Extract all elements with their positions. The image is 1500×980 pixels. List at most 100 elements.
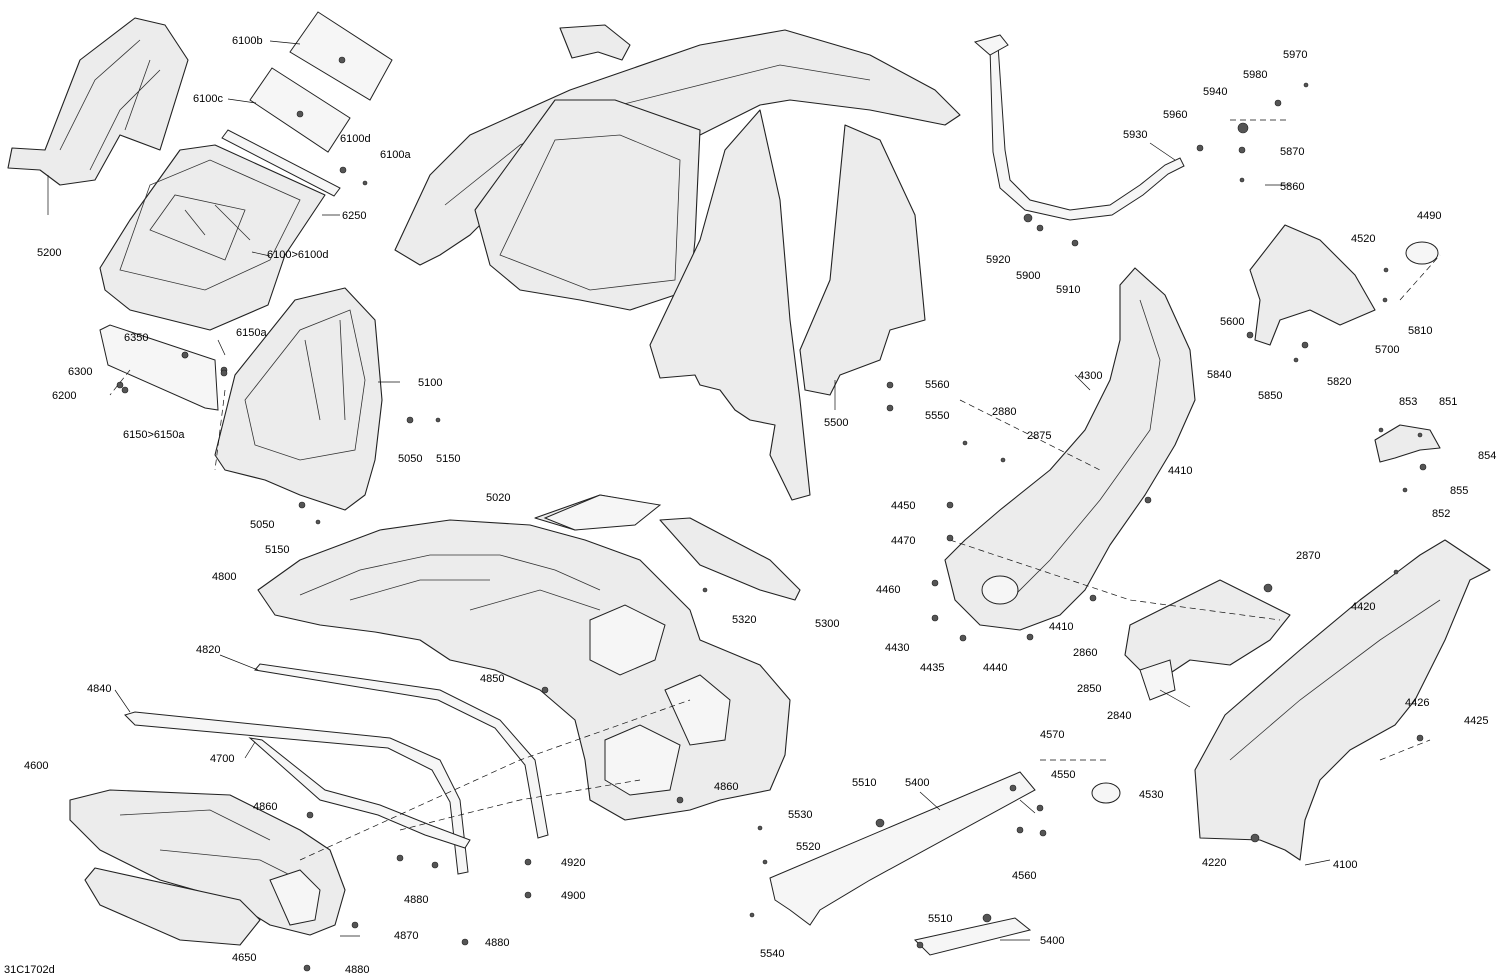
- label-5500: 5500: [824, 417, 848, 429]
- label-5400-top: 5400: [905, 777, 929, 789]
- label-5150-top: 5150: [436, 453, 460, 465]
- part-6100-bin: [99, 144, 326, 331]
- label-4470: 4470: [891, 535, 915, 547]
- label-4550: 4550: [1051, 769, 1075, 781]
- label-2860: 2860: [1073, 647, 1097, 659]
- label-4426: 4426: [1405, 697, 1429, 709]
- label-6100d: 6100d: [340, 133, 371, 145]
- fasteners: [121, 82, 1427, 972]
- label-4880-mid: 4880: [404, 894, 428, 906]
- label-852: 852: [1432, 508, 1450, 520]
- label-5200: 5200: [37, 247, 61, 259]
- part-6100c: [249, 67, 351, 153]
- label-4450: 4450: [891, 500, 915, 512]
- part-front-fender: [394, 24, 961, 501]
- label-4440: 4440: [983, 662, 1007, 674]
- part-4800-rack: [257, 494, 801, 821]
- label-6150-range: 6150>6150a: [123, 429, 185, 441]
- label-4100: 4100: [1333, 859, 1357, 871]
- part-5100: [214, 287, 383, 511]
- label-6100c: 6100c: [193, 93, 223, 105]
- label-6350: 6350: [124, 332, 148, 344]
- label-5850: 5850: [1258, 390, 1282, 402]
- label-6100-range: 6100>6100d: [267, 249, 328, 261]
- label-5960: 5960: [1163, 109, 1187, 121]
- label-4860-right: 4860: [714, 781, 738, 793]
- label-4560: 4560: [1012, 870, 1036, 882]
- part-5020: [543, 494, 662, 531]
- label-4220: 4220: [1202, 857, 1226, 869]
- label-851: 851: [1439, 396, 1457, 408]
- part-4300: [944, 267, 1196, 631]
- label-5100: 5100: [418, 377, 442, 389]
- label-4600: 4600: [24, 760, 48, 772]
- label-5530: 5530: [788, 809, 812, 821]
- label-5320: 5320: [732, 614, 756, 626]
- label-4435: 4435: [920, 662, 944, 674]
- label-4520: 4520: [1351, 233, 1375, 245]
- label-5920: 5920: [986, 254, 1010, 266]
- label-5980: 5980: [1243, 69, 1267, 81]
- label-855: 855: [1450, 485, 1468, 497]
- label-4420: 4420: [1351, 601, 1375, 613]
- part-4650: [84, 867, 261, 946]
- label-2870: 2870: [1296, 550, 1320, 562]
- label-5600: 5600: [1220, 316, 1244, 328]
- assembly-lines: [109, 119, 1441, 861]
- part-rails: [124, 663, 549, 875]
- part-6250: [221, 129, 341, 197]
- label-4490: 4490: [1417, 210, 1441, 222]
- part-5200: [7, 17, 189, 215]
- label-5820: 5820: [1327, 376, 1351, 388]
- label-6150a: 6150a: [236, 327, 267, 339]
- label-4300: 4300: [1078, 370, 1102, 382]
- label-4920: 4920: [561, 857, 585, 869]
- part-shapes: [7, 11, 1491, 956]
- part-6150-bracket: [99, 324, 228, 411]
- label-5550: 5550: [925, 410, 949, 422]
- label-4570: 4570: [1040, 729, 1064, 741]
- label-6250: 6250: [342, 210, 366, 222]
- label-2850: 2850: [1077, 683, 1101, 695]
- part-5400: [769, 771, 1121, 956]
- label-2840: 2840: [1107, 710, 1131, 722]
- label-4880-bottom: 4880: [485, 937, 509, 949]
- label-4820: 4820: [196, 644, 220, 656]
- label-4880-low: 4880: [345, 964, 369, 976]
- label-5510-bottom: 5510: [928, 913, 952, 925]
- label-2880: 2880: [992, 406, 1016, 418]
- label-5050-top: 5050: [398, 453, 422, 465]
- part-labels: 5200 6100b 6100c 6100d 6100a 6250 6100>6…: [4, 35, 1496, 976]
- label-6200: 6200: [52, 390, 76, 402]
- label-4850: 4850: [480, 673, 504, 685]
- label-5300: 5300: [815, 618, 839, 630]
- label-5540: 5540: [760, 948, 784, 960]
- label-6100b: 6100b: [232, 35, 263, 47]
- label-5860: 5860: [1280, 181, 1304, 193]
- diagram-code: 31C1702d: [4, 964, 55, 976]
- label-4840: 4840: [87, 683, 111, 695]
- leader-lines: [114, 40, 1331, 941]
- part-851: [1374, 424, 1441, 463]
- label-5940: 5940: [1203, 86, 1227, 98]
- part-4600: [69, 789, 346, 936]
- label-5970: 5970: [1283, 49, 1307, 61]
- label-5510-top: 5510: [852, 777, 876, 789]
- part-5700: [1249, 224, 1439, 346]
- part-4100: [1194, 539, 1491, 861]
- label-4430: 4430: [885, 642, 909, 654]
- label-5400-bottom: 5400: [1040, 935, 1064, 947]
- label-6300: 6300: [68, 366, 92, 378]
- label-5150-bottom: 5150: [265, 544, 289, 556]
- part-6100b: [289, 11, 393, 101]
- label-4900: 4900: [561, 890, 585, 902]
- label-4460: 4460: [876, 584, 900, 596]
- label-5930: 5930: [1123, 129, 1147, 141]
- label-5560: 5560: [925, 379, 949, 391]
- label-5810: 5810: [1408, 325, 1432, 337]
- label-5910: 5910: [1056, 284, 1080, 296]
- part-2840: [1124, 579, 1291, 701]
- label-4700: 4700: [210, 753, 234, 765]
- label-4425: 4425: [1464, 715, 1488, 727]
